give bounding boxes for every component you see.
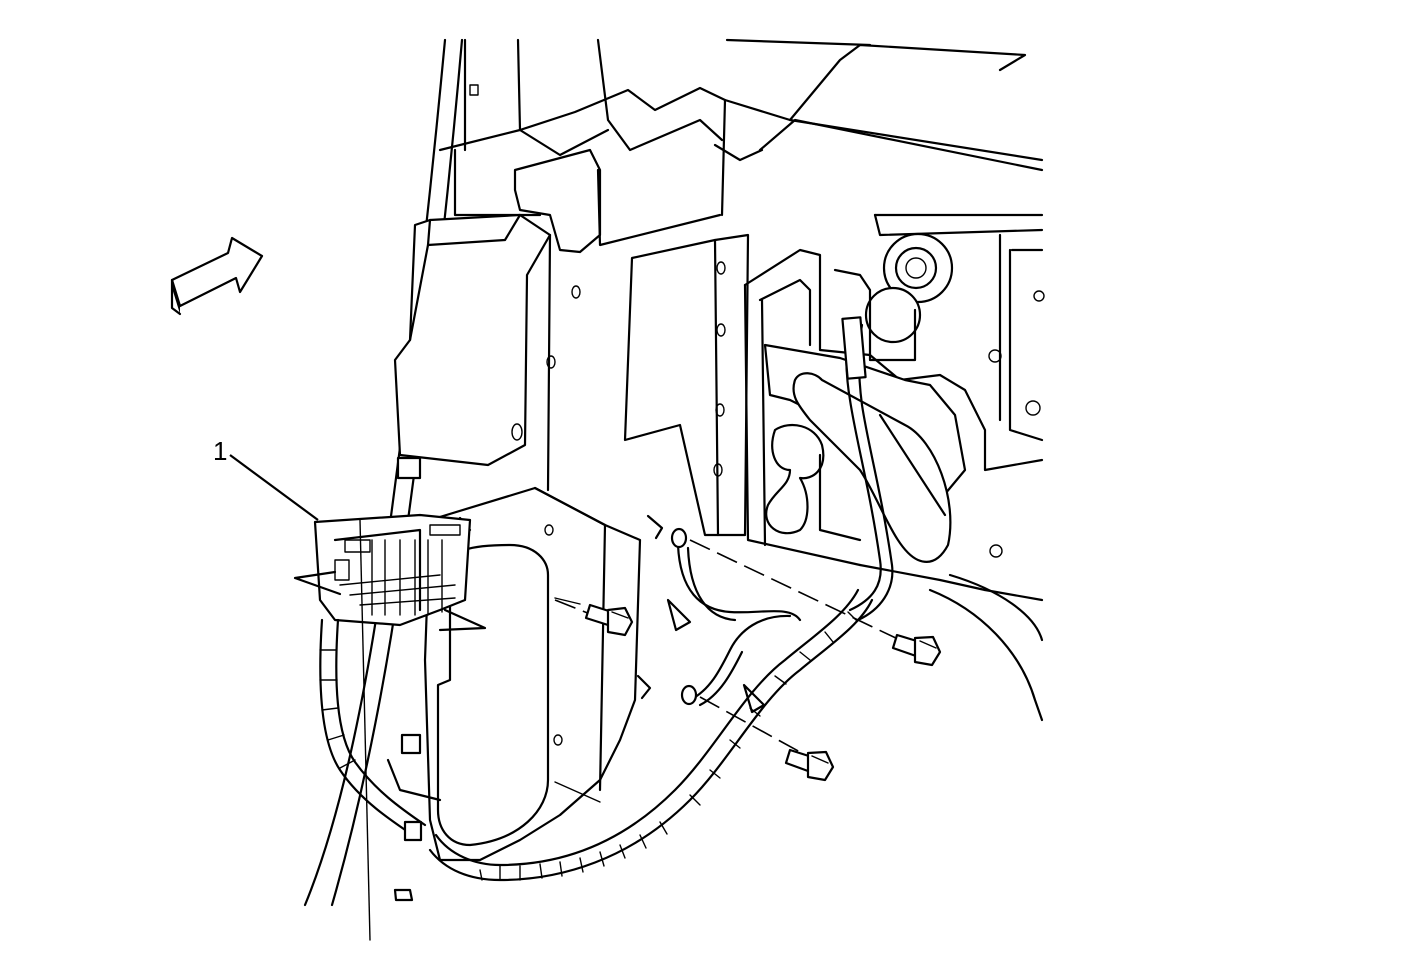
lower-pillar-clips bbox=[359, 456, 442, 941]
quarter-inner-panel bbox=[623, 233, 750, 537]
bolt-right bbox=[891, 633, 942, 667]
callout-1-leader bbox=[229, 454, 319, 521]
bolt-lower bbox=[784, 748, 835, 782]
wheelhouse bbox=[858, 563, 1044, 722]
upper-body-panel bbox=[438, 38, 1044, 254]
pointer-arrows bbox=[293, 570, 766, 714]
lower-trim-panel bbox=[423, 486, 642, 862]
front-direction-arrow-icon bbox=[170, 236, 264, 316]
bolt-upper bbox=[584, 603, 634, 637]
callout-1-label: 1 bbox=[213, 436, 227, 466]
seat-latch-mechanism bbox=[743, 213, 1045, 622]
ground-wires bbox=[636, 514, 802, 707]
wiring-harness bbox=[319, 588, 874, 882]
trim-bracket-left bbox=[393, 213, 581, 492]
module-assembly bbox=[313, 513, 472, 627]
